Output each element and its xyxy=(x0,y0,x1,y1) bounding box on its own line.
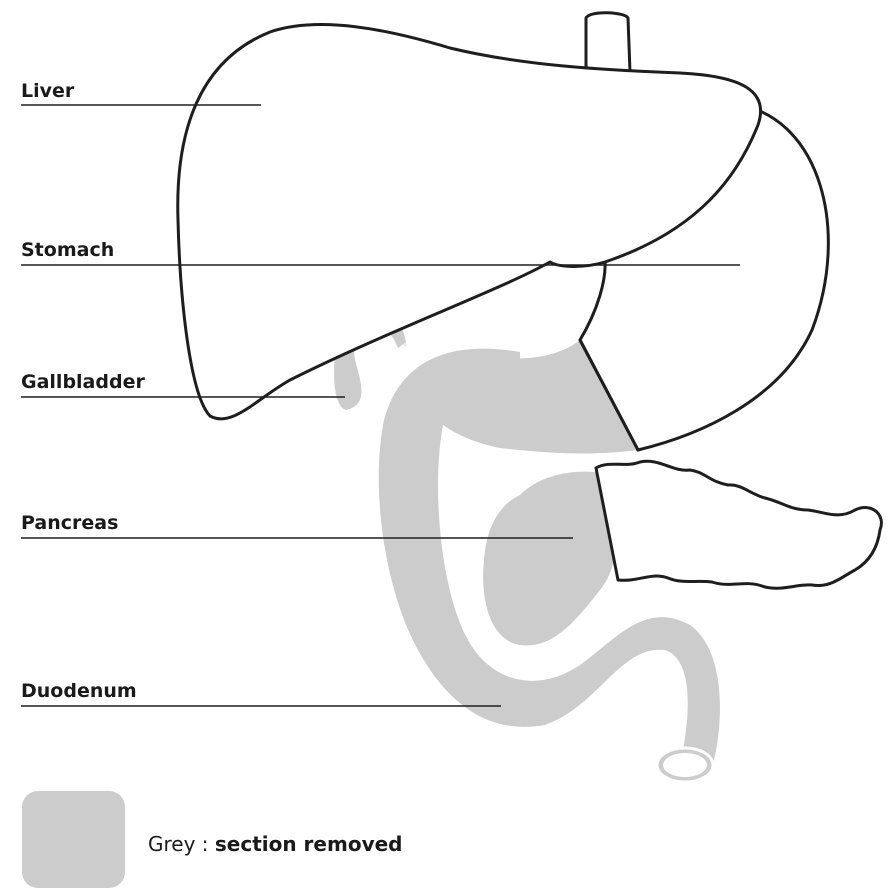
pancreas-label: Pancreas xyxy=(21,512,118,534)
legend-color-name: Grey xyxy=(148,832,195,856)
esophagus-outline xyxy=(586,13,630,72)
legend-separator: : xyxy=(195,832,214,856)
legend-text: Grey : section removed xyxy=(148,832,402,856)
pancreas-outline xyxy=(596,461,881,588)
stomach-label: Stomach xyxy=(21,239,114,261)
gallbladder-label: Gallbladder xyxy=(21,371,145,393)
liver-label: Liver xyxy=(21,80,74,102)
legend-swatch xyxy=(22,791,125,888)
pancreas-removed xyxy=(483,472,614,646)
legend-meaning: section removed xyxy=(215,832,403,856)
duodenum-label: Duodenum xyxy=(21,680,137,702)
